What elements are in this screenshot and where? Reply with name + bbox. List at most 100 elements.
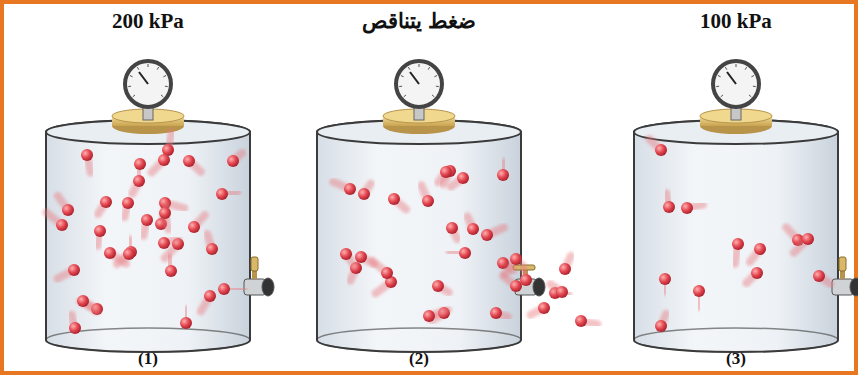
gas-particle — [388, 193, 400, 205]
gas-particle — [575, 315, 587, 327]
gas-particle — [122, 197, 134, 209]
gas-particle — [206, 243, 218, 255]
gas-particle — [381, 267, 393, 279]
gauge-tick — [133, 95, 135, 97]
valve-outlet — [850, 278, 858, 296]
cylinders-group — [46, 61, 858, 352]
gauge-tick — [408, 67, 410, 70]
gas-particle — [754, 243, 766, 255]
cylinder-bottom — [634, 328, 838, 352]
valve-handle — [251, 257, 258, 271]
gas-particle — [204, 290, 216, 302]
gas-particle — [158, 237, 170, 249]
cylinder-body — [46, 120, 250, 352]
callout-number: (3) — [726, 350, 746, 369]
gas-particle — [216, 188, 228, 200]
gas-particle — [681, 202, 693, 214]
gas-particle — [481, 229, 493, 241]
gauge-tick — [432, 95, 434, 97]
valve-handle — [839, 257, 846, 271]
gauge-needle — [139, 72, 148, 84]
gauge-reading: 200 kPa — [112, 10, 184, 33]
gauge-tick — [401, 76, 404, 77]
valve-outlet — [262, 278, 274, 296]
gas-particle — [123, 248, 135, 260]
gas-particle — [520, 274, 532, 286]
gas-particle — [423, 310, 435, 322]
gas-particle — [104, 247, 116, 259]
cylinder-body — [317, 120, 521, 352]
gauge-tick — [137, 67, 139, 70]
callout-number: (2) — [409, 350, 429, 369]
gas-particle — [180, 317, 192, 329]
gauge-needle — [410, 72, 419, 84]
gas-particle — [802, 233, 814, 245]
gas-particle — [659, 273, 671, 285]
gas-particle — [68, 264, 80, 276]
gauge-tick — [725, 67, 727, 70]
gas-cylinder — [46, 61, 274, 352]
gauge-tick — [148, 64, 149, 67]
gas-particle — [218, 283, 230, 295]
gas-particle — [340, 248, 352, 260]
gauge-dial — [125, 61, 171, 107]
gas-particle — [693, 285, 705, 297]
gas-particle — [141, 214, 153, 226]
gauge-tick — [163, 76, 166, 77]
gas-particle — [497, 169, 509, 181]
gauge-tick — [749, 95, 751, 97]
gas-particle — [100, 196, 112, 208]
valve-outlet — [533, 278, 545, 296]
gas-particle — [165, 265, 177, 277]
gas-particle — [538, 302, 550, 314]
gauge-tick — [419, 64, 420, 67]
gas-particle — [813, 270, 825, 282]
gas-particle — [655, 320, 667, 332]
gauge-tick — [745, 67, 747, 70]
gas-particle — [432, 280, 444, 292]
gauge-tick — [736, 64, 737, 67]
gauge-tick — [128, 86, 131, 87]
gas-particle — [663, 201, 675, 213]
gauge-dial — [396, 61, 442, 107]
gas-particle — [183, 155, 195, 167]
gas-particle — [158, 154, 170, 166]
gauge-tick — [165, 86, 168, 87]
gas-particle — [344, 183, 356, 195]
gas-particle — [69, 322, 81, 334]
callout-number: (1) — [138, 350, 158, 369]
gauge-dial — [713, 61, 759, 107]
gas-particle — [467, 223, 479, 235]
gas-particle — [159, 207, 171, 219]
gauge-tick — [161, 95, 163, 97]
gas-particle — [556, 286, 568, 298]
gas-particle — [355, 251, 367, 263]
gauge-tick — [428, 67, 430, 70]
gauge-tick — [434, 76, 437, 77]
gas-particle — [77, 295, 89, 307]
gas-particle — [732, 238, 744, 250]
gas-particle — [134, 158, 146, 170]
gas-particle — [446, 222, 458, 234]
gauge-tick — [436, 86, 439, 87]
gauge-tick — [399, 86, 402, 87]
gas-particle — [559, 263, 571, 275]
gas-particle — [133, 175, 145, 187]
gauge-tick — [751, 76, 754, 77]
gas-cylinder — [634, 61, 858, 352]
gauge-tick — [718, 76, 721, 77]
gas-particle — [751, 267, 763, 279]
gas-particle — [81, 149, 93, 161]
gas-particle — [227, 155, 239, 167]
gauge-tick — [753, 86, 756, 87]
gas-particle — [655, 144, 667, 156]
gas-particle — [490, 307, 502, 319]
particles-group — [47, 132, 830, 334]
gauge-tick — [721, 95, 723, 97]
gas-particle — [422, 195, 434, 207]
gauge-tick — [404, 95, 406, 97]
gas-particle — [510, 280, 522, 292]
